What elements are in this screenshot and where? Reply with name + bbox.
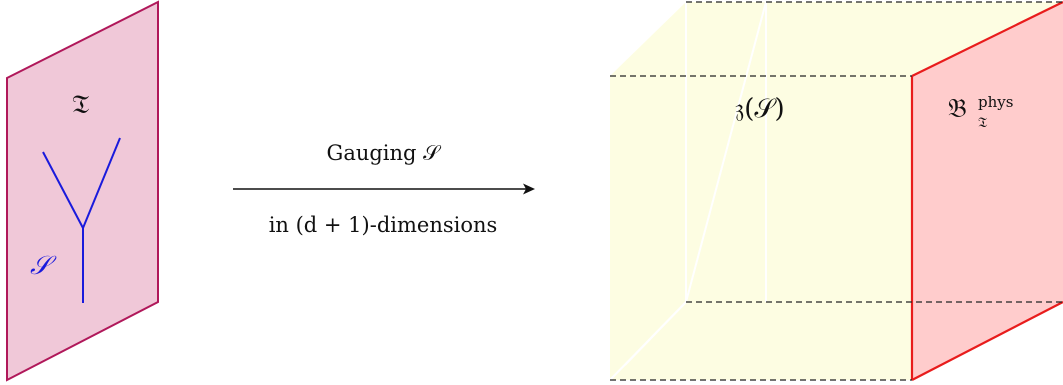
theory-label: 𝔗 xyxy=(72,90,89,120)
junction-left-branch xyxy=(42,151,84,229)
symmetry-junction xyxy=(42,137,121,303)
back-edge-diagonal-3 xyxy=(624,301,687,366)
boundary-label-sup: phys xyxy=(978,93,1013,111)
boundary-top-edge xyxy=(911,1,1063,77)
bulk-back-edges xyxy=(609,1,767,381)
gauging-arrow-group: Gauging 𝒮 in (d + 1)-dimensions xyxy=(233,141,535,237)
boundary-label-sub: 𝔗 xyxy=(978,115,988,131)
physical-boundary xyxy=(912,2,1063,380)
boundary-label-main: 𝔅 xyxy=(948,94,967,124)
boundary-bottom-edge xyxy=(911,301,1063,381)
symtft-slab: 𝔷(𝒮) 𝔅 phys 𝔗 xyxy=(609,1,1063,381)
boundary-label: 𝔅 phys 𝔗 xyxy=(948,93,1013,131)
junction-right-branch xyxy=(82,137,121,229)
arrow-head xyxy=(523,183,535,195)
back-edge-diagonal-1 xyxy=(685,1,767,303)
bulk-label: 𝔷(𝒮) xyxy=(735,94,785,124)
arrow-label-top: Gauging 𝒮 xyxy=(327,141,443,165)
left-sheet-group: 𝔗 𝒮 xyxy=(6,0,159,382)
dashed-edges xyxy=(610,1,1063,381)
theory-sheet xyxy=(6,0,159,382)
arrow-label-bottom: in (d + 1)-dimensions xyxy=(269,213,498,237)
